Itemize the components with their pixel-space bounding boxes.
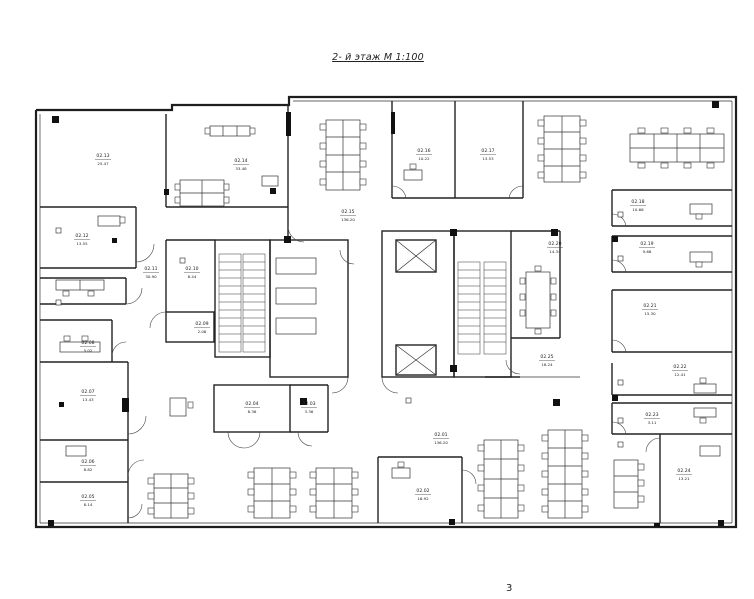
plan-title: 2- й этаж М 1:100 <box>332 52 424 63</box>
page-number: 3 <box>506 583 513 594</box>
room-number-02-01: 02.01 <box>434 432 447 438</box>
room-number-02-09: 02.09 <box>195 321 208 327</box>
room-number-02-19: 02.19 <box>640 241 653 247</box>
pillars <box>48 101 724 527</box>
room-area-02-04: 8.36 <box>248 409 257 414</box>
room-area-02-24: 13.21 <box>678 476 690 481</box>
room-area-02-10: 8.44 <box>188 274 197 279</box>
building-outline <box>34 95 738 529</box>
lift-shafts <box>275 239 437 376</box>
stair-left <box>218 253 266 353</box>
room-number-02-02: 02.02 <box>416 488 429 494</box>
room-number-02-18: 02.18 <box>631 199 644 205</box>
room-number-02-25: 02.25 <box>540 354 553 360</box>
room-area-02-01: 136.20 <box>434 440 448 445</box>
room-number-02-23: 02.23 <box>645 412 658 418</box>
room-area-02-11: 30.90 <box>145 274 157 279</box>
room-number-02-21: 02.21 <box>643 303 656 309</box>
room-labels: 02.13 25.47 02.14 33.48 02.15 136.20 02.16 10.2… <box>74 148 692 507</box>
room-area-02-19: 9.66 <box>643 249 652 254</box>
room-number-02-04: 02.04 <box>245 401 258 407</box>
room-area-02-12: 13.55 <box>76 241 88 246</box>
room-area-02-02: 16.92 <box>417 496 429 501</box>
room-area-02-06: 8.82 <box>84 467 93 472</box>
room-number-02-14: 02.14 <box>234 158 247 164</box>
room-number-02-20: 02.20 <box>548 241 561 247</box>
doors <box>111 185 661 519</box>
room-area-02-17: 13.53 <box>482 156 494 161</box>
room-area-02-23: 3.11 <box>648 420 657 425</box>
room-number-02-12: 02.12 <box>75 233 88 239</box>
room-area-02-15: 136.20 <box>341 217 355 222</box>
room-area-02-09: 2.06 <box>198 329 207 334</box>
room-area-02-14: 33.48 <box>235 166 247 171</box>
room-number-02-22: 02.22 <box>673 364 686 370</box>
room-area-02-21: 15.30 <box>644 311 656 316</box>
room-number-02-08: 02.08 <box>81 340 94 346</box>
markers <box>55 211 624 448</box>
room-number-02-15: 02.15 <box>341 209 354 215</box>
room-number-02-11: 02.11 <box>144 266 157 272</box>
room-number-02-05: 02.05 <box>81 494 94 500</box>
room-area-02-05: 8.14 <box>84 502 93 507</box>
room-area-02-13: 25.47 <box>97 161 109 166</box>
room-area-02-18: 10.66 <box>632 207 644 212</box>
room-area-02-03: 3.36 <box>305 409 314 414</box>
interior-walls <box>40 101 732 523</box>
room-number-02-13: 02.13 <box>96 153 109 159</box>
room-number-02-03: 02.03 <box>302 401 315 407</box>
room-number-02-24: 02.24 <box>677 468 690 474</box>
room-area-02-20: 14.34 <box>549 249 561 254</box>
room-area-02-22: 12.41 <box>674 372 686 377</box>
room-area-02-25: 18.24 <box>541 362 553 367</box>
room-number-02-16: 02.16 <box>417 148 430 154</box>
room-area-02-07: 13.43 <box>82 397 94 402</box>
room-number-02-17: 02.17 <box>481 148 494 154</box>
room-area-02-16: 10.22 <box>418 156 430 161</box>
workstations <box>55 115 725 519</box>
room-number-02-07: 02.07 <box>81 389 94 395</box>
room-number-02-06: 02.06 <box>81 459 94 465</box>
room-area-02-08: 5.02 <box>84 348 93 353</box>
room-number-02-10: 02.10 <box>185 266 198 272</box>
stair-right <box>457 261 507 355</box>
